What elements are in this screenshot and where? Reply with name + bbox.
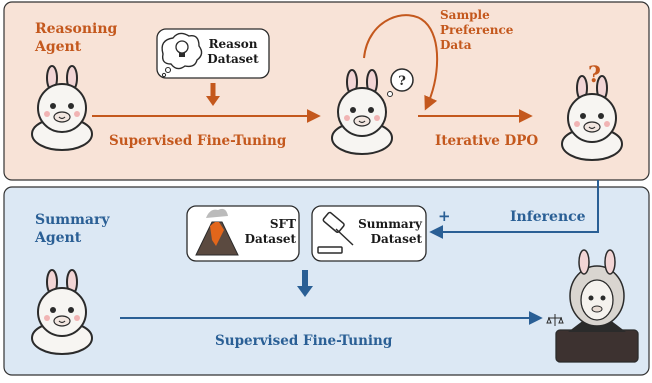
sample-line3: Data [440,38,472,52]
sample-line2: Preference [440,23,514,37]
summary-title-line2: Agent [35,230,82,246]
reasoning-title-line1: Reasoning [35,21,118,37]
scale-icon [546,314,564,326]
sample-line1: Sample [440,8,490,22]
thought-bubble-icon: ? [387,68,414,97]
summary-agent-title: Summary Agent [35,211,110,247]
reason-box-line2: Dataset [207,52,259,66]
judge-llama-icon [555,249,639,363]
reason-box-line1: Reason [208,37,258,51]
summary-sft-label: Supervised Fine-Tuning [215,333,393,349]
summary-dataset-label: Summary Dataset [354,217,422,247]
reasoning-sft-label: Supervised Fine-Tuning [109,133,287,149]
summary-title-line1: Summary [35,212,110,228]
volcano-icon [195,208,239,256]
sample-loop-arrow [363,14,439,111]
svg-text:?: ? [398,74,406,89]
question-mark: ? [588,62,601,88]
reason-dataset-label: Reason Dataset [203,37,263,67]
sample-preference-label: Sample Preference Data [440,8,513,53]
sft-box-line1: SFT [269,217,296,231]
reasoning-title-line2: Agent [35,39,82,55]
inference-arrow [429,180,599,239]
plus-sign: + [438,207,451,225]
reasoning-agent-title: Reasoning Agent [35,20,117,56]
iterative-dpo-label: Iterative DPO [435,133,539,149]
sft-box-line2: Dataset [244,232,296,246]
sft-dataset-label: SFT Dataset [238,217,296,247]
summary-panel [3,186,650,376]
summary-box-line2: Dataset [370,232,422,246]
summary-box-line1: Summary [358,217,422,231]
inference-label: Inference [510,209,586,225]
gavel-icon [317,211,354,254]
lightbulb-thought-icon [161,32,203,78]
